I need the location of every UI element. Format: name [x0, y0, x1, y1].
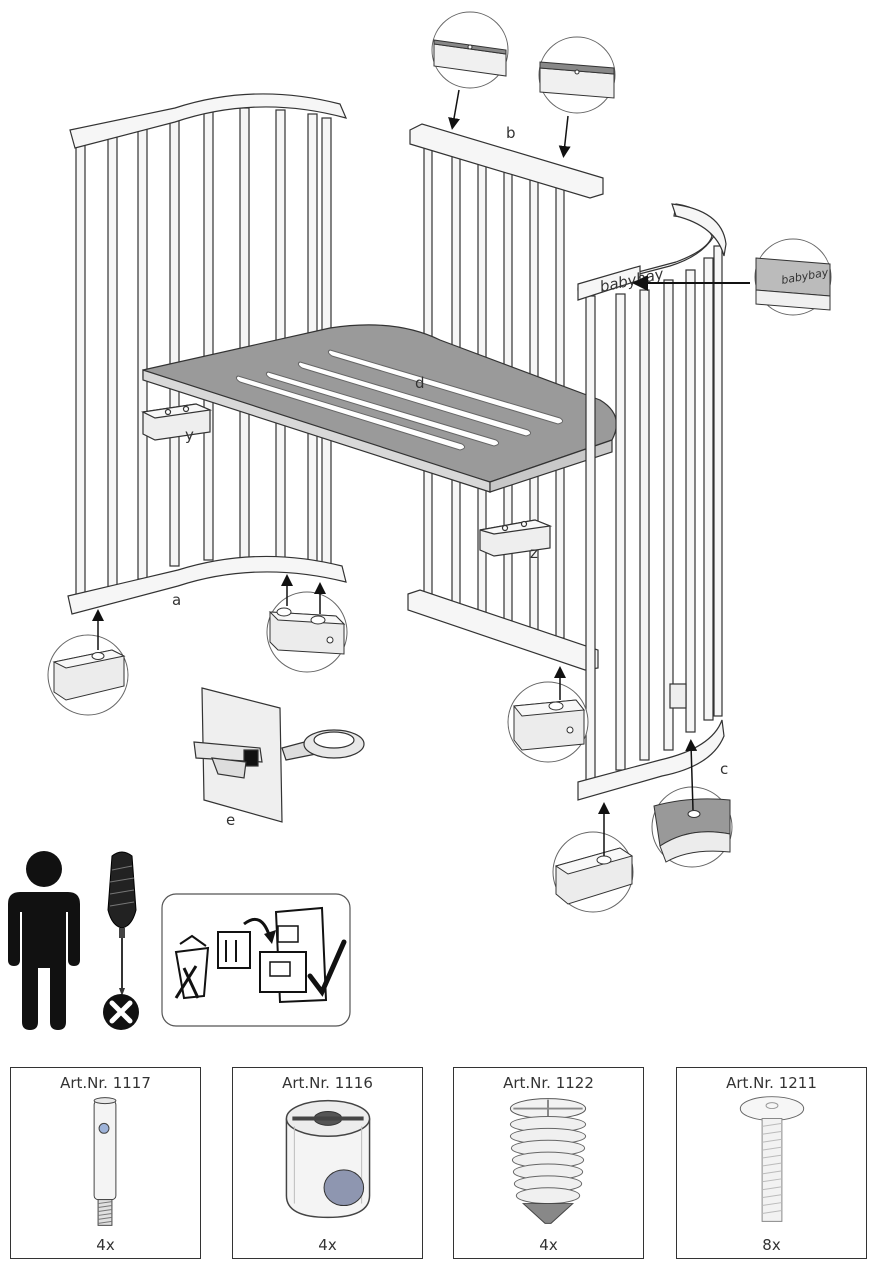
detail-circle-b-right — [538, 36, 616, 114]
label-c: c — [720, 760, 728, 778]
part-card-1117: Art.Nr. 1117 4x — [10, 1067, 201, 1259]
label-y: y — [185, 426, 194, 444]
label-d: d — [415, 374, 425, 392]
screw-icon — [739, 1096, 805, 1222]
part-quantity: 4x — [318, 1236, 337, 1254]
detail-circle-b-bottom — [507, 681, 589, 763]
detail-circle-b-left — [431, 11, 509, 89]
part-art-number: Art.Nr. 1116 — [282, 1074, 373, 1092]
bracket-y — [141, 403, 213, 441]
x-circle-icon — [103, 994, 139, 1030]
bracket-z — [479, 519, 553, 557]
detail-circle-a-right — [266, 591, 348, 673]
label-b: b — [506, 124, 516, 142]
threaded-insert-icon — [509, 1098, 587, 1224]
label-e: e — [226, 811, 235, 829]
panel-c-bars — [585, 245, 723, 781]
label-a: a — [172, 591, 181, 609]
assembly-arrows — [92, 89, 750, 856]
label-z: z — [530, 544, 538, 562]
part-quantity: 8x — [762, 1236, 781, 1254]
part-art-number: Art.Nr. 1211 — [726, 1074, 817, 1092]
assembly-illustration: babybay babybay — [8, 11, 832, 1030]
panel-b-bottom-rail — [407, 589, 599, 671]
part-art-number: Art.Nr. 1117 — [60, 1074, 151, 1092]
part-quantity: 4x — [96, 1236, 115, 1254]
panel-a-top-rail — [69, 93, 348, 149]
part-card-1122: Art.Nr. 1122 4x — [453, 1067, 644, 1259]
bolt-pin-icon — [93, 1097, 117, 1226]
panel-a-bottom-rail — [67, 555, 347, 615]
detail-circle-logo: babybay — [754, 238, 832, 316]
part-art-number: Art.Nr. 1122 — [503, 1074, 594, 1092]
barrel-nut-icon — [285, 1099, 371, 1219]
file-cabinet-checkmark-icon — [161, 893, 351, 1027]
part-e-clamp — [193, 687, 365, 823]
front-panel-c — [577, 203, 727, 801]
screwdriver-icon — [107, 851, 137, 996]
person-icon — [8, 851, 80, 1030]
part-card-1211: Art.Nr. 1211 8x — [676, 1067, 867, 1259]
detail-circle-c-bottom — [552, 831, 634, 913]
panel-c-bottom-rail — [577, 719, 725, 801]
panel-b-top-rail — [409, 123, 604, 199]
detail-circle-c-curve — [651, 786, 733, 868]
base-board-d — [142, 324, 618, 493]
part-card-1116: Art.Nr. 1116 4x — [232, 1067, 423, 1259]
part-quantity: 4x — [539, 1236, 558, 1254]
detail-circle-a-left — [47, 634, 129, 716]
